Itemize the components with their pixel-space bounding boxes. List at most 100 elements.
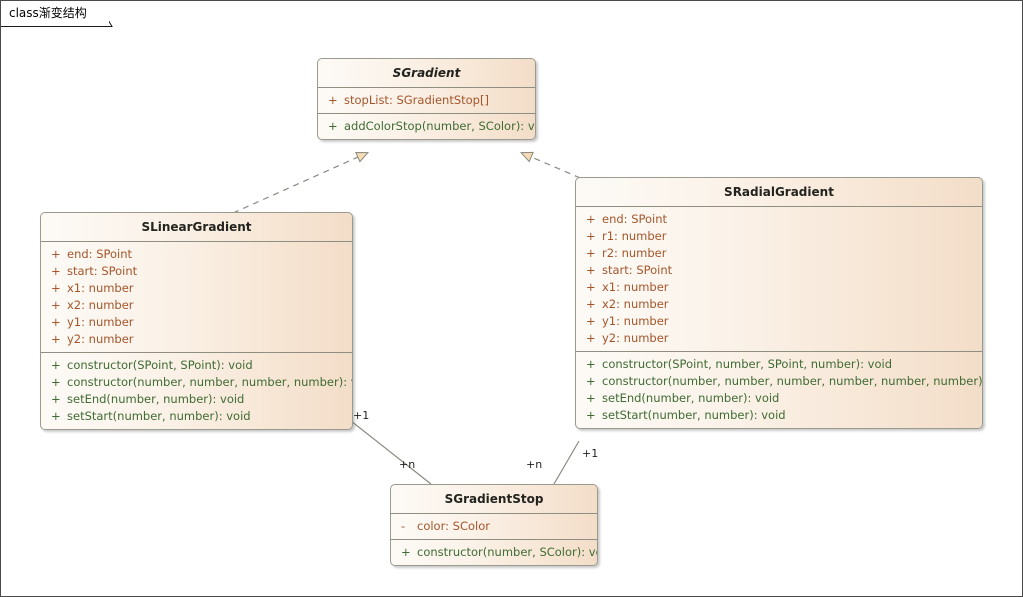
visibility-marker: + (51, 392, 61, 406)
class-box-sgradient[interactable]: SGradient + stopList: SGradientStop[] + … (317, 58, 536, 140)
attributes-compartment-slineargradient: + end: SPoint + start: SPoint + x1: numb… (41, 241, 352, 352)
attribute-row: + y2: number (41, 331, 352, 348)
attribute-signature: x1: number (67, 281, 134, 295)
attribute-signature: r1: number (602, 229, 667, 243)
attribute-row: + r1: number (576, 228, 982, 245)
operation-signature: constructor(number, SColor): void (417, 545, 598, 559)
attribute-row: + start: SPoint (41, 263, 352, 280)
class-box-sgradientstop[interactable]: SGradientStop - color: SColor + construc… (390, 484, 598, 566)
visibility-marker: + (586, 391, 596, 405)
relationship-linear-realizes-gradient (232, 152, 370, 214)
attribute-row: + r2: number (576, 245, 982, 262)
visibility-marker: + (586, 314, 596, 328)
visibility-marker: + (586, 357, 596, 371)
operations-compartment-sgradient: + addColorStop(number, SColor): void (318, 113, 535, 139)
attribute-row: + x1: number (576, 279, 982, 296)
visibility-marker: + (328, 119, 338, 133)
multiplicity-radial-source: +1 (582, 447, 599, 460)
operation-row: + constructor(number, number, number, nu… (41, 374, 352, 391)
attribute-signature: x1: number (602, 280, 669, 294)
operation-row: + constructor(SPoint, SPoint): void (41, 357, 352, 374)
visibility-marker: + (586, 331, 596, 345)
visibility-marker: + (586, 246, 596, 260)
operation-signature: constructor(number, number, number, numb… (67, 375, 353, 389)
attribute-row: + x2: number (576, 296, 982, 313)
attribute-row: + y2: number (576, 330, 982, 347)
attribute-signature: r2: number (602, 246, 667, 260)
attribute-row: + stopList: SGradientStop[] (318, 92, 535, 109)
diagram-title-tab[interactable]: class渐变结构 (1, 1, 109, 26)
operation-signature: setStart(number, number): void (602, 408, 786, 422)
visibility-marker: + (51, 247, 61, 261)
operation-row: + setStart(number, number): void (41, 408, 352, 425)
visibility-marker: - (401, 519, 406, 533)
attribute-row: - color: SColor (391, 518, 597, 535)
operation-signature: setStart(number, number): void (67, 409, 251, 423)
multiplicity-linear-target: +n (399, 458, 416, 471)
attribute-signature: start: SPoint (67, 264, 138, 278)
multiplicity-radial-target: +n (526, 458, 543, 471)
attribute-signature: y1: number (602, 314, 669, 328)
class-name-sradialgradient: SRadialGradient (724, 185, 834, 199)
attribute-row: + end: SPoint (41, 246, 352, 263)
attribute-signature: end: SPoint (602, 212, 668, 226)
operation-row: + setEnd(number, number): void (41, 391, 352, 408)
attribute-signature: color: SColor (417, 519, 490, 533)
visibility-marker: + (51, 315, 61, 329)
visibility-marker: + (51, 375, 61, 389)
attributes-compartment-sgradientstop: - color: SColor (391, 513, 597, 539)
class-box-slineargradient[interactable]: SLinearGradient + end: SPoint + start: S… (40, 212, 353, 430)
attribute-row: + y1: number (576, 313, 982, 330)
visibility-marker: + (586, 212, 596, 226)
attribute-signature: start: SPoint (602, 263, 673, 277)
visibility-marker: + (586, 280, 596, 294)
visibility-marker: + (328, 93, 338, 107)
operations-compartment-sradialgradient: + constructor(SPoint, number, SPoint, nu… (576, 351, 982, 428)
visibility-marker: + (51, 409, 61, 423)
attribute-signature: x2: number (602, 297, 669, 311)
operation-row: + constructor(SPoint, number, SPoint, nu… (576, 356, 982, 373)
operation-row: + setStart(number, number): void (576, 407, 982, 424)
operation-signature: constructor(SPoint, SPoint): void (67, 358, 253, 372)
operation-signature: setEnd(number, number): void (602, 391, 780, 405)
attribute-signature: stopList: SGradientStop[] (344, 93, 489, 107)
diagram-title-label: class渐变结构 (9, 6, 87, 20)
attribute-signature: y1: number (67, 315, 134, 329)
class-box-sradialgradient[interactable]: SRadialGradient + end: SPoint + r1: numb… (575, 177, 983, 429)
operation-signature: constructor(number, number, number, numb… (602, 374, 983, 388)
visibility-marker: + (586, 297, 596, 311)
attribute-signature: x2: number (67, 298, 134, 312)
visibility-marker: + (51, 264, 61, 278)
visibility-marker: + (586, 408, 596, 422)
relationship-linear-to-gradientstop (350, 420, 432, 485)
class-name-sgradient: SGradient (392, 66, 461, 80)
operations-compartment-slineargradient: + constructor(SPoint, SPoint): void + co… (41, 352, 352, 429)
operation-signature: addColorStop(number, SColor): void (344, 119, 536, 133)
operation-row: + constructor(number, SColor): void (391, 544, 597, 561)
attributes-compartment-sgradient: + stopList: SGradientStop[] (318, 87, 535, 113)
operation-row: + constructor(number, number, number, nu… (576, 373, 982, 390)
attribute-signature: y2: number (602, 331, 669, 345)
visibility-marker: + (51, 281, 61, 295)
attribute-row: + start: SPoint (576, 262, 982, 279)
class-name-sgradientstop: SGradientStop (444, 492, 544, 506)
multiplicity-linear-source: +1 (353, 409, 370, 422)
relationship-radial-to-gradientstop (553, 440, 580, 485)
attribute-signature: end: SPoint (67, 247, 133, 261)
operation-row: + setEnd(number, number): void (576, 390, 982, 407)
operation-row: + addColorStop(number, SColor): void (318, 118, 535, 135)
operations-compartment-sgradientstop: + constructor(number, SColor): void (391, 539, 597, 565)
visibility-marker: + (586, 263, 596, 277)
visibility-marker: + (51, 298, 61, 312)
visibility-marker: + (586, 374, 596, 388)
visibility-marker: + (586, 229, 596, 243)
attribute-row: + end: SPoint (576, 211, 982, 228)
class-name-slineargradient: SLinearGradient (141, 220, 252, 234)
attribute-row: + x2: number (41, 297, 352, 314)
attribute-signature: y2: number (67, 332, 134, 346)
operation-signature: setEnd(number, number): void (67, 392, 245, 406)
attributes-compartment-sradialgradient: + end: SPoint + r1: number + r2: number … (576, 206, 982, 351)
attribute-row: + x1: number (41, 280, 352, 297)
attribute-row: + y1: number (41, 314, 352, 331)
